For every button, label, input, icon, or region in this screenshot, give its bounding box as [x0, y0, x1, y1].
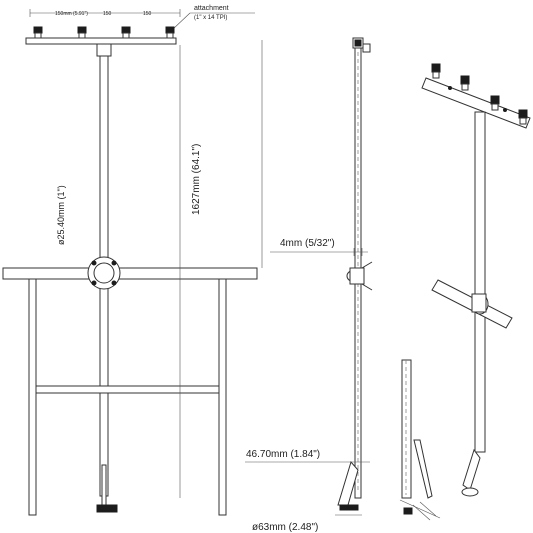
side-foot-pad: [339, 504, 359, 511]
iso-foot: [461, 487, 479, 497]
right-leg: [218, 278, 227, 516]
top-crossbar: [25, 37, 177, 45]
left-leg: [28, 278, 37, 516]
center-clamp: [87, 256, 121, 290]
attachment-label: attachment: [194, 5, 229, 12]
top-spacing-label-1: 150mm (5.91"): [55, 11, 88, 17]
iso-pole: [474, 111, 486, 453]
detail-view: [399, 359, 441, 521]
side-clamp: [349, 267, 365, 285]
side-view: 4mm (5/32") 46.70mm (1.84") ø63mm (2.48"…: [245, 37, 373, 533]
attachment-thread-label: (1" x 14 TPI): [194, 15, 227, 21]
pole-diameter-label: ø25.40mm (1"): [56, 185, 66, 245]
mount-knobs: [33, 26, 175, 39]
isometric-view: [421, 63, 531, 497]
top-spacing-label-3: 150: [143, 11, 152, 17]
front-view: 150mm (5.91") 150 150 attachment (1" x 1…: [2, 5, 263, 516]
handle-bar: [2, 267, 258, 280]
height-label: 1627mm (64.1"): [191, 144, 202, 215]
lower-crossbar: [35, 385, 220, 394]
detail-foot-bracket: [413, 439, 433, 499]
detail-pole: [401, 359, 412, 499]
front-foot: [96, 504, 118, 513]
wall-thickness-label: 4mm (5/32"): [280, 238, 335, 249]
foot-height-label: 46.70mm (1.84"): [246, 449, 320, 460]
top-spacing-label-2: 150: [103, 11, 112, 17]
foot-diameter-label: ø63mm (2.48"): [252, 522, 318, 533]
